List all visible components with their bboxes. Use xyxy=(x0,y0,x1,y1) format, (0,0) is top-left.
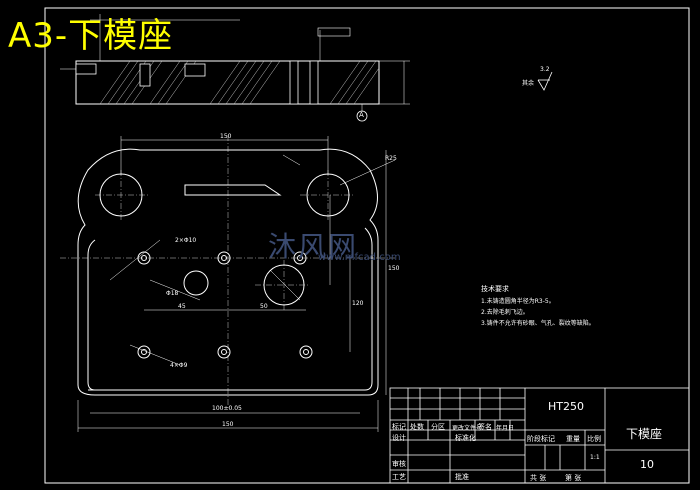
dim-right2: 120 xyxy=(352,300,364,307)
tb-total: 共 张 xyxy=(530,474,547,482)
material-label: HT250 xyxy=(548,400,584,413)
tb-date: 年月日 xyxy=(496,425,515,432)
tb-mark: 标记 xyxy=(392,423,406,431)
tb-scale: 比例 xyxy=(587,435,601,443)
quantity-value: 10 xyxy=(640,458,654,471)
roughness-value: 3.2 xyxy=(540,66,550,73)
tb-zone: 分区 xyxy=(431,423,445,431)
section-mark-label: A xyxy=(359,111,364,119)
dim-right: 150 xyxy=(388,265,400,272)
dim-mid-right: 50 xyxy=(260,303,268,310)
tb-stage-mark: 阶段标记 xyxy=(527,435,555,443)
note-item-2: 2.去除毛刺飞边。 xyxy=(481,309,529,316)
notes-heading: 技术要求 xyxy=(481,285,509,293)
tb-sheet: 第 张 xyxy=(565,474,582,482)
scale-value: 1:1 xyxy=(590,454,600,461)
sheet-border xyxy=(44,7,690,484)
dim-hole: 2×Φ10 xyxy=(175,237,197,244)
dim-bottom-2: 150 xyxy=(222,421,234,428)
roughness-rest-label: 其余 xyxy=(522,80,535,87)
tb-count: 处数 xyxy=(410,423,424,431)
roughness-symbol xyxy=(537,71,553,91)
tb-approve: 批准 xyxy=(455,473,469,481)
title-block xyxy=(389,387,690,484)
dim-mid-left: 45 xyxy=(178,303,186,310)
section-view xyxy=(60,14,410,112)
note-item-3: 3.铸件不允许有砂眼、气孔、裂纹等缺陷。 xyxy=(481,320,595,327)
dim-radius: R25 xyxy=(385,155,397,162)
tb-review: 审核 xyxy=(392,460,406,468)
watermark-url: www.mfcad.com xyxy=(318,252,401,263)
tb-design: 设计 xyxy=(392,434,406,442)
watermark-brand: 沐风网 xyxy=(268,230,359,263)
tb-standardize: 标准化 xyxy=(455,434,476,442)
note-item-1: 1.未铸造圆角半径为R3-5。 xyxy=(481,298,555,305)
drawing-title: A3-下模座 xyxy=(8,16,174,56)
dim-small-holes: 4×Φ9 xyxy=(170,362,188,369)
section-mark-circle xyxy=(356,110,368,122)
dim-hole2: Φ18 xyxy=(166,290,179,297)
part-name: 下模座 xyxy=(626,427,663,441)
dim-top: 150 xyxy=(220,133,232,140)
tb-change-doc: 更改文件号 xyxy=(452,425,483,432)
dim-bottom-1: 100±0.05 xyxy=(212,405,242,412)
tb-weight: 重量 xyxy=(566,435,580,443)
dimension-lines xyxy=(77,136,396,432)
tb-process: 工艺 xyxy=(392,473,406,481)
tb-sign: 签名 xyxy=(478,423,492,431)
centerlines xyxy=(60,135,395,410)
